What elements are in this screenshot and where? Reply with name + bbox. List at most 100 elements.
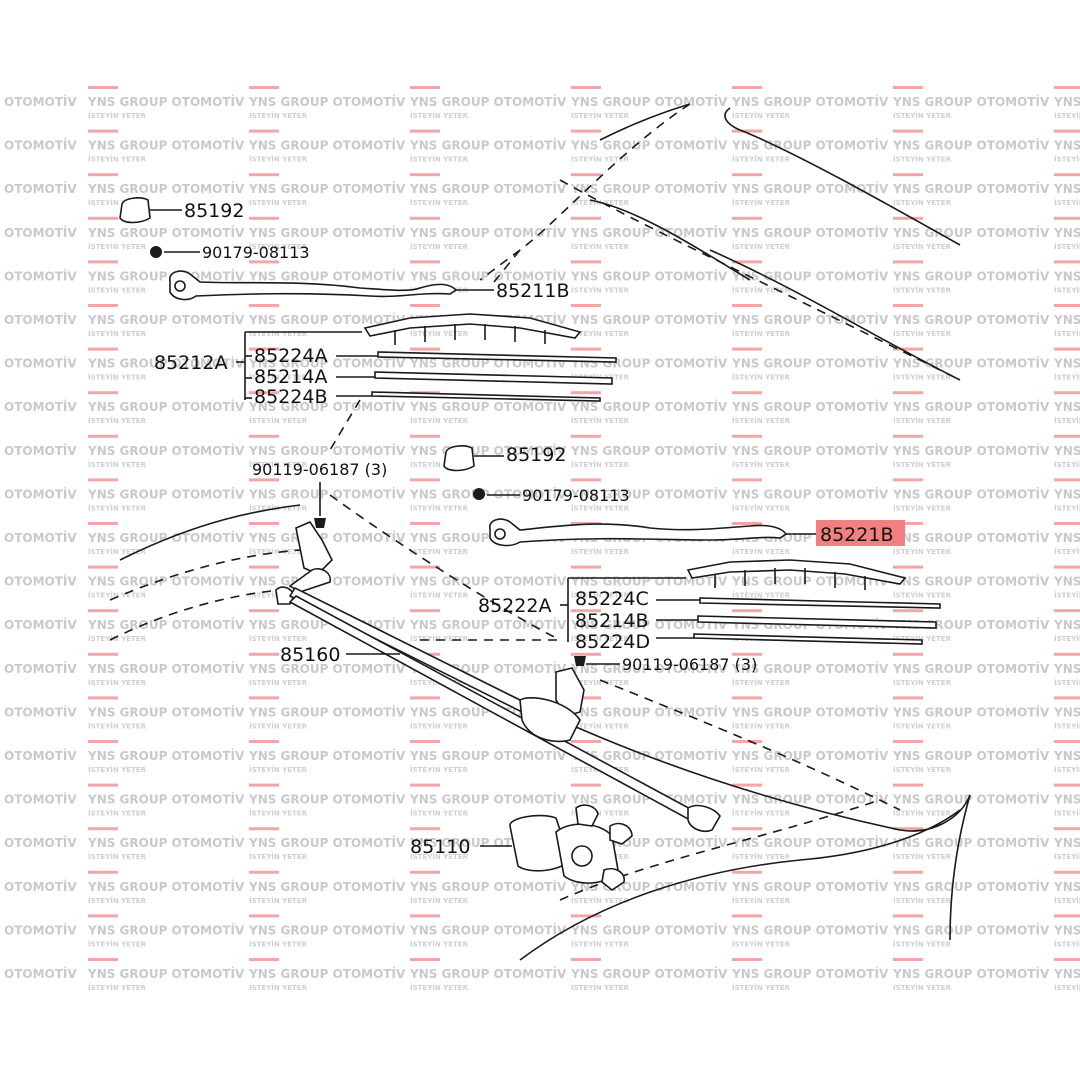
watermark-text: OTOMOTİV — [4, 748, 77, 763]
watermark-bar — [893, 740, 923, 743]
watermark-bar — [249, 870, 279, 874]
watermark-bar — [893, 347, 923, 351]
watermark-bar — [571, 609, 601, 613]
label-arm-right: 85221B — [820, 524, 893, 546]
watermark-bar — [571, 216, 601, 220]
watermark-text: YNS GROUP OTOMOTİV — [892, 748, 1050, 763]
watermark-text: YNS GROUP OTOMOTİV — [87, 138, 245, 153]
watermark-bar — [1054, 870, 1080, 874]
watermark-text: YNS GROUP OTOMOTİV — [1053, 530, 1080, 545]
watermark-tagline: İSTEYİN YETER — [410, 503, 469, 512]
watermark-tagline: İSTEYİN YETER — [732, 852, 791, 861]
watermark-bar — [88, 304, 118, 307]
watermark-bar — [88, 260, 118, 264]
watermark-tagline: İSTEYİN YETER — [571, 285, 630, 294]
watermark-tagline: İSTEYİN YETER — [410, 198, 469, 207]
watermark-text: YNS GROUP OTOMOTİV — [1053, 225, 1080, 240]
watermark-text: YNS GROUP OTOMOTİV — [409, 748, 567, 763]
label-rubber-left-1: 85224A — [254, 345, 327, 367]
watermark-text: YNS GROUP OTOMOTİV — [1053, 268, 1080, 283]
highlight-box — [816, 520, 905, 546]
watermark-bar — [732, 173, 762, 177]
watermark-tagline: İSTEYİN YETER — [249, 198, 308, 207]
watermark-text: YNS GROUP OTOMOTİV — [570, 922, 728, 937]
watermark-text: YNS GROUP OTOMOTİV — [731, 792, 889, 807]
watermark-text: YNS GROUP OTOMOTİV — [87, 356, 245, 371]
watermark-bar — [732, 478, 762, 482]
watermark-bar — [732, 129, 762, 133]
watermark-bar — [1054, 914, 1080, 918]
watermark-tagline: İSTEYİN YETER — [571, 460, 630, 469]
watermark-text: YNS GROUP OTOMOTİV — [570, 138, 728, 153]
watermark-tagline: İSTEYİN YETER — [88, 896, 147, 905]
watermark-bar — [732, 304, 762, 307]
label-linkage: 85160 — [280, 644, 340, 666]
watermark-tagline: İSTEYİN YETER — [249, 416, 308, 425]
watermark-bar — [571, 260, 601, 264]
watermark-bar — [88, 652, 118, 656]
bolt-icon — [574, 656, 586, 666]
watermark-tagline: İSTEYİN YETER — [1054, 242, 1080, 251]
watermark-bar — [893, 609, 923, 613]
watermark-text: YNS GROUP OTOMOTİV — [1053, 181, 1080, 196]
watermark-bar — [571, 565, 601, 569]
wiper-motor-icon — [509, 804, 633, 891]
watermark-text: OTOMOTİV — [4, 792, 77, 807]
watermark-text: YNS GROUP OTOMOTİV — [87, 748, 245, 763]
watermark-text: YNS GROUP OTOMOTİV — [248, 879, 406, 894]
watermark-tagline: İSTEYİN YETER — [88, 503, 147, 512]
watermark-tagline: İSTEYİN YETER — [732, 983, 791, 992]
watermark-tagline: İSTEYİN YETER — [893, 634, 952, 643]
watermark-text: YNS GROUP OTOMOTİV — [248, 443, 406, 458]
watermark-tagline: İSTEYİN YETER — [732, 591, 791, 600]
watermark-tagline: İSTEYİN YETER — [1054, 329, 1080, 338]
watermark-tagline: İSTEYİN YETER — [88, 329, 147, 338]
watermark-bar — [1054, 304, 1080, 307]
watermark-tagline: İSTEYİN YETER — [571, 242, 630, 251]
watermark-bar — [410, 827, 440, 831]
watermark-text: YNS GROUP OTOMOTİV — [248, 835, 406, 850]
watermark-tagline: İSTEYİN YETER — [893, 460, 952, 469]
watermark-bar — [893, 129, 923, 133]
watermark-tagline: İSTEYİN YETER — [410, 111, 469, 120]
label-rubber-right-2: 85224D — [575, 631, 650, 653]
watermark-text: YNS GROUP OTOMOTİV — [570, 94, 728, 109]
watermark-bar — [732, 740, 762, 743]
watermark-bar — [249, 652, 279, 656]
watermark-layer: OTOMOTİV YNS GROUP OTOMOTİV İSTEYİN YETER Y… — [4, 86, 1080, 992]
watermark-tagline: İSTEYİN YETER — [732, 155, 791, 164]
watermark-tagline: İSTEYİN YETER — [249, 896, 308, 905]
watermark-bar — [732, 958, 762, 961]
watermark-text: OTOMOTİV — [4, 138, 77, 153]
watermark-text: OTOMOTİV — [4, 486, 77, 501]
watermark-tagline: İSTEYİN YETER — [249, 111, 308, 120]
watermark-bar — [732, 391, 762, 395]
watermark-bar — [571, 434, 601, 438]
watermark-text: YNS GROUP OTOMOTİV — [1053, 94, 1080, 109]
watermark-text: YNS GROUP OTOMOTİV — [731, 356, 889, 371]
rubber-strip-right-2 — [693, 633, 923, 645]
watermark-text: OTOMOTİV — [4, 356, 77, 371]
watermark-bar — [410, 304, 440, 307]
label-arm-left: 85211B — [496, 280, 569, 302]
watermark-bar — [1054, 434, 1080, 438]
watermark-bar — [249, 740, 279, 743]
watermark-bar — [410, 914, 440, 918]
watermark-text: YNS GROUP OTOMOTİV — [570, 268, 728, 283]
watermark-text: OTOMOTİV — [4, 617, 77, 632]
watermark-bar — [571, 86, 601, 89]
watermark-tagline: İSTEYİN YETER — [571, 634, 630, 643]
watermark-tagline: İSTEYİN YETER — [249, 809, 308, 818]
watermark-bar — [410, 696, 440, 700]
watermark-tagline: İSTEYİN YETER — [1054, 852, 1080, 861]
watermark-bar — [732, 434, 762, 438]
watermark-tagline: İSTEYİN YETER — [410, 809, 469, 818]
watermark-tagline: İSTEYİN YETER — [893, 809, 952, 818]
watermark-bar — [410, 86, 440, 89]
label-blade-assy-right: 85222A — [478, 595, 551, 617]
watermark-text: YNS GROUP OTOMOTİV — [892, 225, 1050, 240]
watermark-bar — [88, 565, 118, 569]
watermark-text: YNS GROUP OTOMOTİV — [87, 792, 245, 807]
watermark-text: YNS GROUP OTOMOTİV — [570, 181, 728, 196]
